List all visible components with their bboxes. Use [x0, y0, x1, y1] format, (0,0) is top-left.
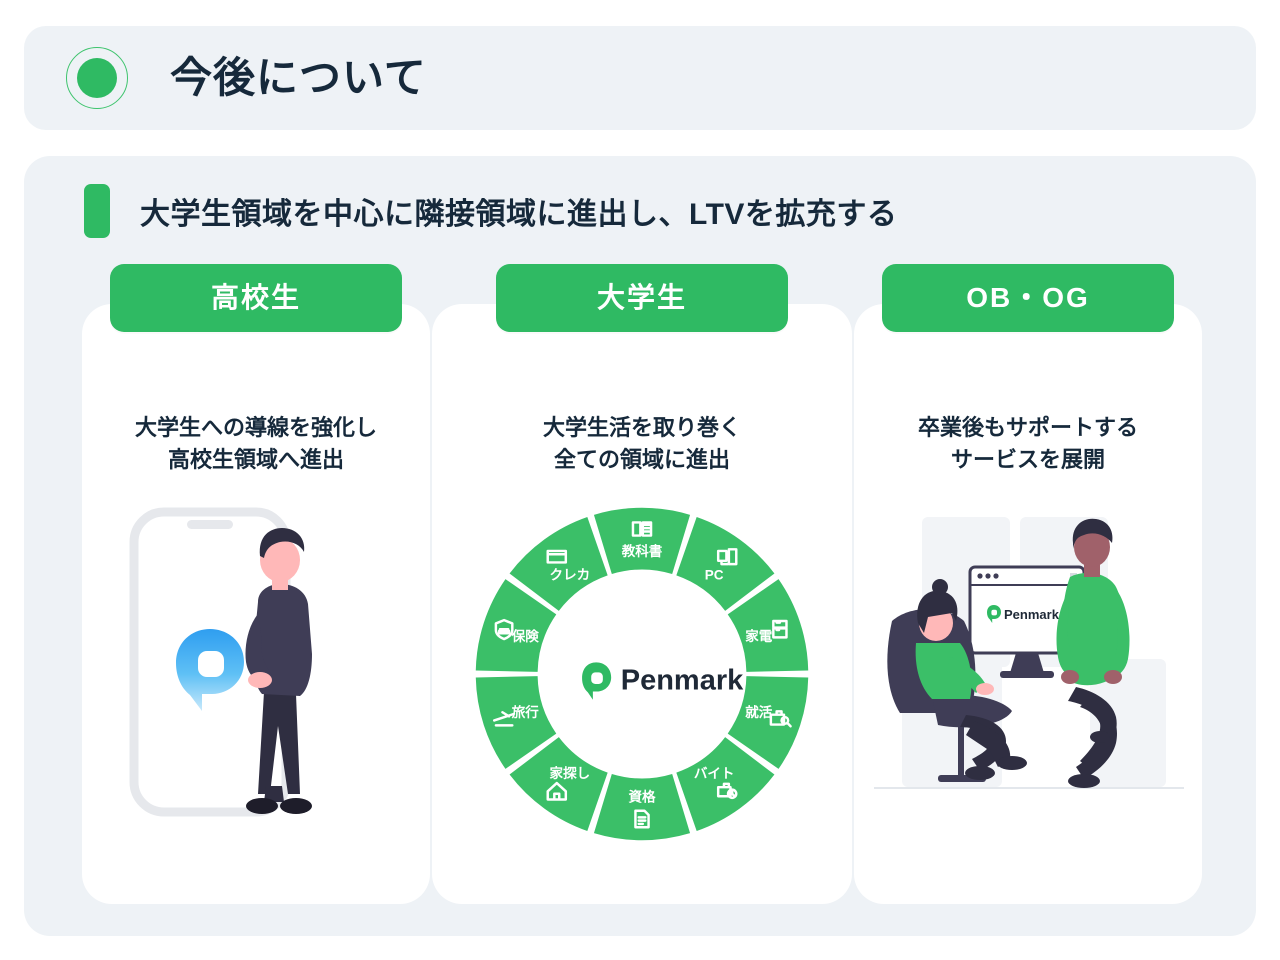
- shield-car-icon: [494, 618, 514, 641]
- briefcase-clock-icon: [716, 782, 738, 800]
- column-highschool: 高校生 大学生への導線を強化し 高校生領域へ進出: [82, 264, 430, 904]
- monitor-penmark-wordmark: Penmark: [1004, 607, 1060, 622]
- description-line-1: 大学生活を取り巻く: [542, 415, 741, 440]
- description-highschool: 大学生への導線を強化し 高校生領域へ進出: [82, 412, 430, 476]
- page-title: 今後について: [170, 54, 427, 101]
- column-alumni: OB・OG 卒業後もサポートする サービスを展開: [854, 264, 1202, 904]
- house-icon: [546, 781, 568, 801]
- badge-highschool[interactable]: 高校生: [110, 264, 402, 332]
- donut-segment-label: 教科書: [621, 543, 663, 559]
- open-book-icon: [631, 521, 653, 537]
- desktop-computer-icon: [716, 548, 738, 566]
- office-people-with-monitor-illustration: Penmark: [854, 494, 1202, 854]
- badge-label: 大学生: [596, 282, 687, 313]
- donut-segment-label: PC: [705, 568, 724, 583]
- bullet-dot: [77, 58, 117, 98]
- vertical-bar-accent: [84, 184, 110, 238]
- description-alumni: 卒業後もサポートする サービスを展開: [854, 412, 1202, 476]
- donut-segment-クレカ[interactable]: [509, 516, 608, 611]
- donut-segment-label: クレカ: [550, 568, 591, 583]
- badge-label: 高校生: [210, 282, 301, 313]
- filled-circle-icon: [66, 47, 128, 109]
- description-line-1: 卒業後もサポートする: [917, 415, 1138, 440]
- donut-segment-保険[interactable]: [475, 579, 557, 672]
- description-line-2: 高校生領域へ進出: [167, 446, 344, 472]
- donut-segment-label: 家電: [745, 628, 773, 644]
- briefcase-search-icon: [769, 710, 792, 728]
- penmark-wordmark: Penmark: [621, 664, 744, 696]
- smartphone-with-person-illustration: [82, 494, 430, 854]
- slide-header: 今後について: [24, 26, 1256, 130]
- description-university: 大学生活を取り巻く 全ての領域に進出: [468, 412, 816, 476]
- donut-segment-label: 就活: [745, 704, 773, 720]
- donut-segment-label: 旅行: [511, 704, 540, 720]
- content-panel: 大学生領域を中心に隣接領域に進出し、LTVを拡充する 高校生 大学生への導線を強…: [24, 156, 1256, 936]
- donut-segment-旅行[interactable]: [475, 676, 557, 769]
- column-university: 大学生 大学生活を取り巻く 全ての領域に進出 教科書 PC 家電就活バイト資格 家探し…: [432, 264, 852, 904]
- columns-container: 高校生 大学生への導線を強化し 高校生領域へ進出: [82, 264, 1202, 904]
- donut-segment-label: 資格: [628, 789, 656, 805]
- badge-alumni[interactable]: OB・OG: [882, 264, 1174, 332]
- donut-segment-label: バイト: [694, 766, 735, 781]
- certificate-document-icon: [634, 809, 650, 829]
- donut-segment-label: 家探し: [550, 765, 591, 781]
- description-line-1: 大学生への導線を強化し: [134, 415, 377, 440]
- credit-card-icon: [546, 549, 568, 564]
- donut-segment-家電[interactable]: [727, 579, 809, 672]
- airplane-icon: [493, 711, 516, 727]
- refrigerator-icon: [772, 619, 788, 639]
- penmark-ecosystem-donut-diagram: 教科書 PC 家電就活バイト資格 家探し 旅行 保険 クレカ Penmark: [468, 494, 816, 854]
- badge-university[interactable]: 大学生: [496, 264, 788, 332]
- donut-segment-資格[interactable]: [593, 773, 691, 841]
- donut-segment-就活[interactable]: [727, 676, 809, 769]
- donut-segment-教科書[interactable]: [593, 507, 691, 575]
- donut-segment-label: 保険: [511, 628, 540, 644]
- description-line-2: サービスを展開: [950, 446, 1105, 472]
- subtitle-row: 大学生領域を中心に隣接領域に進出し、LTVを拡充する: [84, 184, 897, 238]
- description-line-2: 全ての領域に進出: [553, 446, 730, 472]
- badge-label: OB・OG: [966, 282, 1090, 313]
- subtitle-text: 大学生領域を中心に隣接領域に進出し、LTVを拡充する: [140, 198, 898, 231]
